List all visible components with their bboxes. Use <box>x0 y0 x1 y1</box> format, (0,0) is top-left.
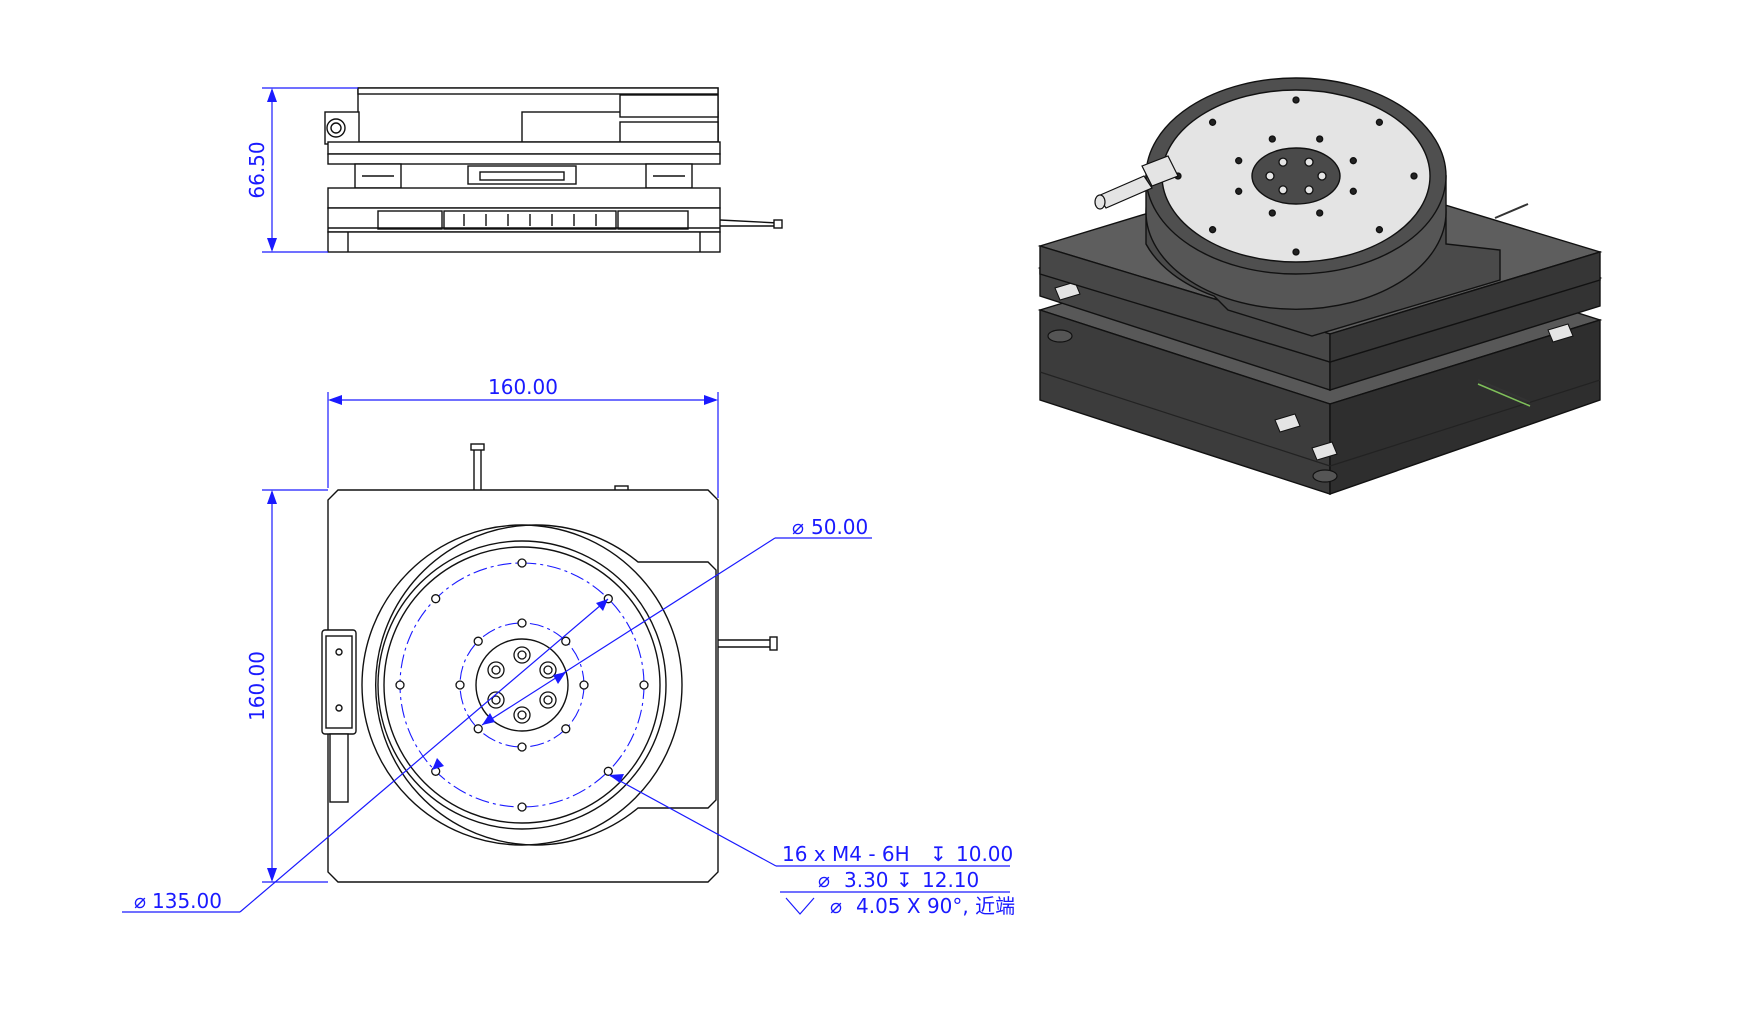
hole-callout: 16 x M4 - 6H ↧ 10.00 ⌀ 3.30 ↧ 12.10 ⌀ 4.… <box>782 842 1015 918</box>
iso-hole <box>1268 209 1276 217</box>
pcd135-label: 135.00 <box>152 889 222 913</box>
iso-hole <box>1235 187 1243 195</box>
iso-hole <box>1304 185 1314 195</box>
iso-hole <box>1316 209 1324 217</box>
iso-hole <box>1292 248 1300 256</box>
pcd50-label: 50.00 <box>811 515 868 539</box>
iso-hole <box>1208 118 1217 126</box>
rail-ticks <box>463 214 597 226</box>
diameter-symbol-3: ⌀ <box>830 894 842 918</box>
callout-line1: 16 x M4 - 6H <box>782 842 910 866</box>
iso-hole <box>1278 157 1288 167</box>
top-width-label: 160.00 <box>488 375 558 399</box>
callout-line2-dia: 3.30 <box>844 868 889 892</box>
center-counterbore-holes <box>487 646 557 724</box>
top-height-label: 160.00 <box>245 651 269 721</box>
bolt-hole <box>455 680 465 690</box>
bolt-hole <box>603 766 613 776</box>
iso-hole <box>1235 157 1243 165</box>
iso-hole <box>1317 171 1327 181</box>
iso-hole <box>1278 185 1288 195</box>
counterbore-hole-inner <box>491 695 501 705</box>
iso-hole <box>1265 171 1275 181</box>
inner-bolt-holes <box>455 618 589 752</box>
bolt-hole <box>395 680 405 690</box>
isometric-view <box>1037 77 1603 495</box>
pcd135-diameter-symbol: ⌀ <box>134 889 146 913</box>
counterbore-hole-inner <box>517 710 527 720</box>
callout-line2-depth: 12.10 <box>922 868 979 892</box>
iso-hole <box>1208 226 1217 234</box>
bolt-hole <box>517 742 527 752</box>
top-view: 160.00 160.00 ⌀ 50.00 ⌀ 135.00 16 x M4 -… <box>122 375 1015 918</box>
callout-line3: 4.05 X 90°, 近端 <box>856 894 1015 918</box>
iso-hole <box>1292 96 1300 104</box>
side-height-label: 66.50 <box>245 141 269 198</box>
depth-symbol-2: ↧ <box>896 868 913 892</box>
bolt-hole <box>561 636 571 646</box>
iso-platter-holes <box>1174 96 1418 256</box>
countersink-symbol <box>785 897 815 915</box>
bolt-hole <box>517 802 527 812</box>
bolt-hole <box>431 594 441 604</box>
bolt-hole <box>579 680 589 690</box>
iso-hole <box>1304 157 1314 167</box>
bolt-hole <box>473 636 483 646</box>
bolt-hole <box>561 724 571 734</box>
iso-hole <box>1375 226 1384 234</box>
callout-line1-depth: 10.00 <box>956 842 1013 866</box>
counterbore-hole-inner <box>543 665 553 675</box>
iso-hole <box>1375 118 1384 126</box>
iso-hole <box>1316 135 1324 143</box>
iso-hole <box>1268 135 1276 143</box>
bolt-hole <box>639 680 649 690</box>
bolt-hole <box>473 724 483 734</box>
counterbore-hole-inner <box>491 665 501 675</box>
bolt-hole <box>517 618 527 628</box>
counterbore-hole-inner <box>543 695 553 705</box>
diameter-symbol-2: ⌀ <box>818 868 830 892</box>
pcd50-diameter-symbol: ⌀ <box>792 515 804 539</box>
side-view: 66.50 <box>245 87 783 253</box>
outer-bolt-holes <box>395 558 649 812</box>
iso-hole <box>1410 172 1418 180</box>
counterbore-hole-inner <box>517 650 527 660</box>
iso-hole <box>1349 187 1357 195</box>
depth-symbol-1: ↧ <box>930 842 947 866</box>
bolt-hole <box>517 558 527 568</box>
iso-hole <box>1349 157 1357 165</box>
